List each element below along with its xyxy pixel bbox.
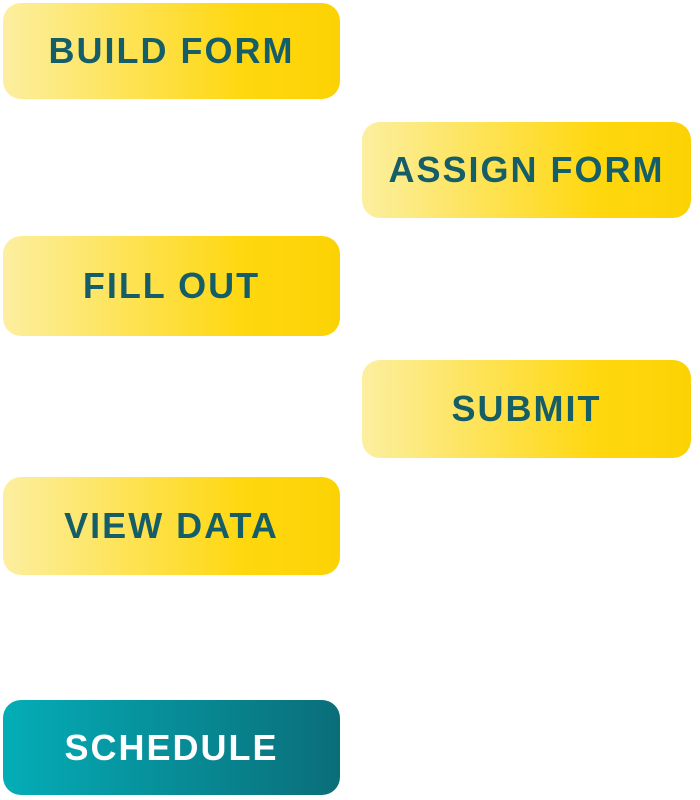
step-button-submit[interactable]: SUBMIT — [362, 360, 691, 458]
step-button-fill-out[interactable]: FILL OUT — [3, 236, 340, 336]
step-button-build-form[interactable]: BUILD FORM — [3, 3, 340, 99]
step-button-view-data[interactable]: VIEW DATA — [3, 477, 340, 575]
step-button-assign-form[interactable]: ASSIGN FORM — [362, 122, 691, 218]
step-button-schedule[interactable]: SCHEDULE — [3, 700, 340, 795]
